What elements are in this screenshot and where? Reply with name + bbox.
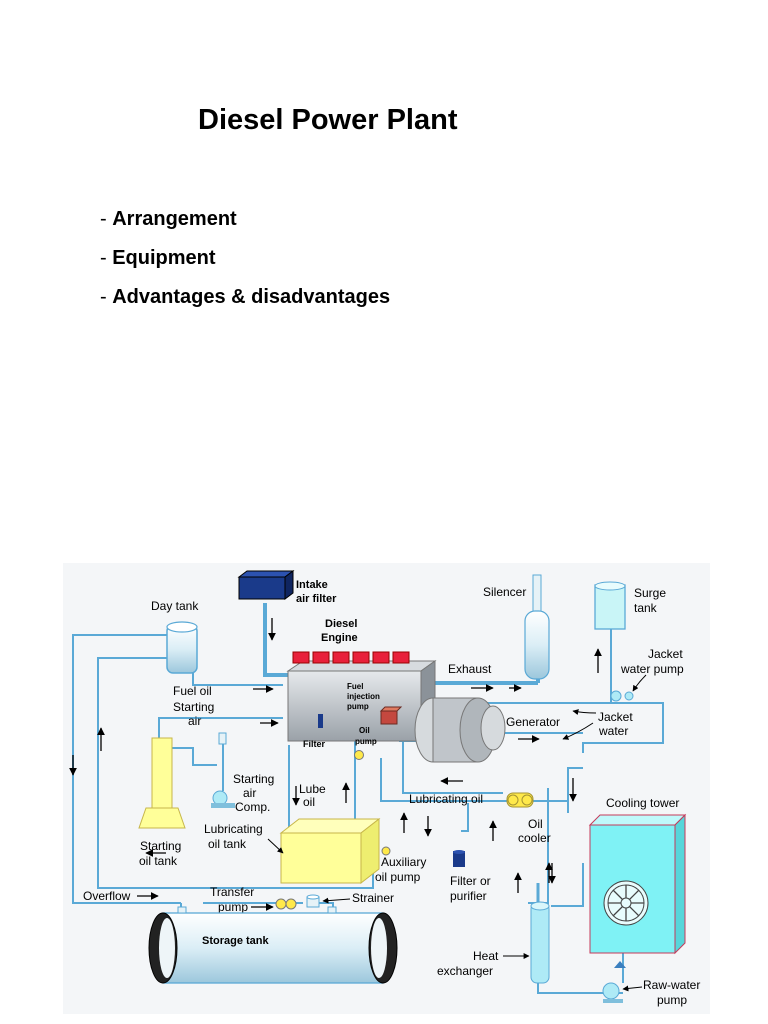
- lubricating-oil-tank: [279, 817, 381, 885]
- callout-strainer: [322, 897, 351, 904]
- callout-jacket-pump: [632, 674, 647, 692]
- label-fuel-oil: Fuel oil: [173, 684, 212, 698]
- label-raw-water-1: Raw-water: [643, 978, 700, 992]
- label-filter-purifier-1: Filter or: [450, 874, 491, 888]
- slide-title: Diesel Power Plant: [198, 104, 458, 136]
- label-starting-oil-2: oil tank: [139, 854, 178, 868]
- label-starting-air-comp-2: air: [243, 786, 256, 800]
- cooling-tower: [588, 813, 687, 955]
- label-oil-cooler-1: Oil: [528, 817, 543, 831]
- storage-tank: [148, 906, 398, 984]
- label-lube: Lube: [299, 782, 326, 796]
- transfer-pump: [275, 898, 297, 910]
- label-lubricating-tank-1: Lubricating: [204, 822, 263, 836]
- surge-tank: [594, 581, 626, 630]
- label-day-tank: Day tank: [151, 599, 199, 613]
- filter-or-purifier: [453, 850, 465, 867]
- bullet-text: Arrangement: [112, 208, 237, 230]
- intake-air-filter: [237, 570, 295, 600]
- label-diesel: Diesel: [325, 618, 357, 630]
- label-lubricating-tank-2: oil tank: [208, 837, 247, 851]
- jacket-water-pump: [610, 690, 622, 702]
- label-starting-air-comp-1: Starting: [233, 772, 274, 786]
- callout-jacket-water: [562, 722, 594, 740]
- label-filter-purifier-2: purifier: [450, 889, 487, 903]
- label-starting-air-1: Starting: [173, 700, 214, 714]
- day-tank: [166, 621, 198, 674]
- label-transfer-1: Transfer: [210, 885, 254, 899]
- label-cooling-tower: Cooling tower: [606, 796, 679, 810]
- starting-oil-tank: [138, 737, 186, 829]
- label-silencer: Silencer: [483, 585, 526, 599]
- label-starting-oil-1: Starting: [140, 839, 181, 853]
- generator: [414, 697, 506, 763]
- label-transfer-2: pump: [218, 900, 248, 914]
- bullet-dash: -: [100, 208, 113, 230]
- label-lubricating-oil: Lubricating oil: [409, 792, 483, 806]
- label-storage-tank: Storage tank: [202, 935, 270, 947]
- engine-cylinders: [292, 651, 410, 664]
- callout-jacket-water-2: [572, 709, 597, 716]
- callout-raw-water: [622, 985, 643, 992]
- label-oil-cooler-2: cooler: [518, 831, 551, 845]
- label-jacket-pump-1: Jacket: [648, 647, 683, 661]
- auxiliary-oil-pump: [381, 846, 391, 856]
- fuel-injection-pump: [379, 706, 403, 725]
- bullet-item: - Equipment: [100, 239, 390, 278]
- label-injection: injection: [347, 692, 380, 701]
- label-heat-exchanger-1: Heat: [473, 949, 499, 963]
- jacket-water-pump-motor: [624, 691, 634, 701]
- oil-cooler: [506, 792, 534, 808]
- label-heat-exchanger-2: exchanger: [437, 964, 493, 978]
- oil-pump: [354, 750, 364, 760]
- label-exhaust: Exhaust: [448, 662, 492, 676]
- label-oil-pump-oil: Oil: [359, 726, 370, 735]
- label-starting-air-comp-3: Comp.: [235, 800, 270, 814]
- bullet-text: Equipment: [112, 247, 216, 269]
- bullet-list: - Arrangement - Equipment - Advantages &…: [100, 200, 390, 317]
- bullet-item: - Arrangement: [100, 200, 390, 239]
- strainer: [306, 894, 320, 908]
- label-tank: tank: [634, 601, 658, 615]
- label-generator: Generator: [506, 715, 560, 729]
- label-filter: Filter: [303, 739, 326, 749]
- bullet-dash: -: [100, 247, 113, 269]
- bullet-text: Advantages & disadvantages: [112, 286, 391, 308]
- label-fuel: Fuel: [347, 682, 363, 691]
- label-air-filter: air filter: [296, 593, 337, 605]
- label-raw-water-2: pump: [657, 993, 687, 1007]
- label-starting-air-2: air: [188, 714, 201, 728]
- bullet-dash: -: [100, 286, 113, 308]
- label-oil: oil: [303, 795, 315, 809]
- label-jacket-pump-2: water pump: [620, 662, 684, 676]
- diesel-plant-diagram: Intake air filter Day tank Diesel Engine…: [63, 563, 710, 1014]
- label-intake: Intake: [296, 579, 328, 591]
- label-surge: Surge: [634, 586, 666, 600]
- label-aux-pump-1: Auxiliary: [381, 855, 426, 869]
- label-aux-pump-2: oil pump: [375, 870, 421, 884]
- label-engine: Engine: [321, 632, 358, 644]
- label-oil-pump-pump: pump: [355, 737, 377, 746]
- label-jacket-water-2: water: [598, 724, 628, 738]
- label-strainer: Strainer: [352, 891, 394, 905]
- silencer: [524, 574, 550, 680]
- heat-exchanger: [530, 901, 550, 984]
- label-pump: pump: [347, 702, 369, 711]
- raw-water-pump: [602, 961, 626, 1003]
- label-overflow: Overflow: [83, 889, 131, 903]
- bullet-item: - Advantages & disadvantages: [100, 278, 390, 317]
- callout-lube-tank: [267, 838, 284, 854]
- label-jacket-water-1: Jacket: [598, 710, 633, 724]
- starting-air-compressor: [211, 732, 235, 808]
- filter-component: [318, 714, 323, 728]
